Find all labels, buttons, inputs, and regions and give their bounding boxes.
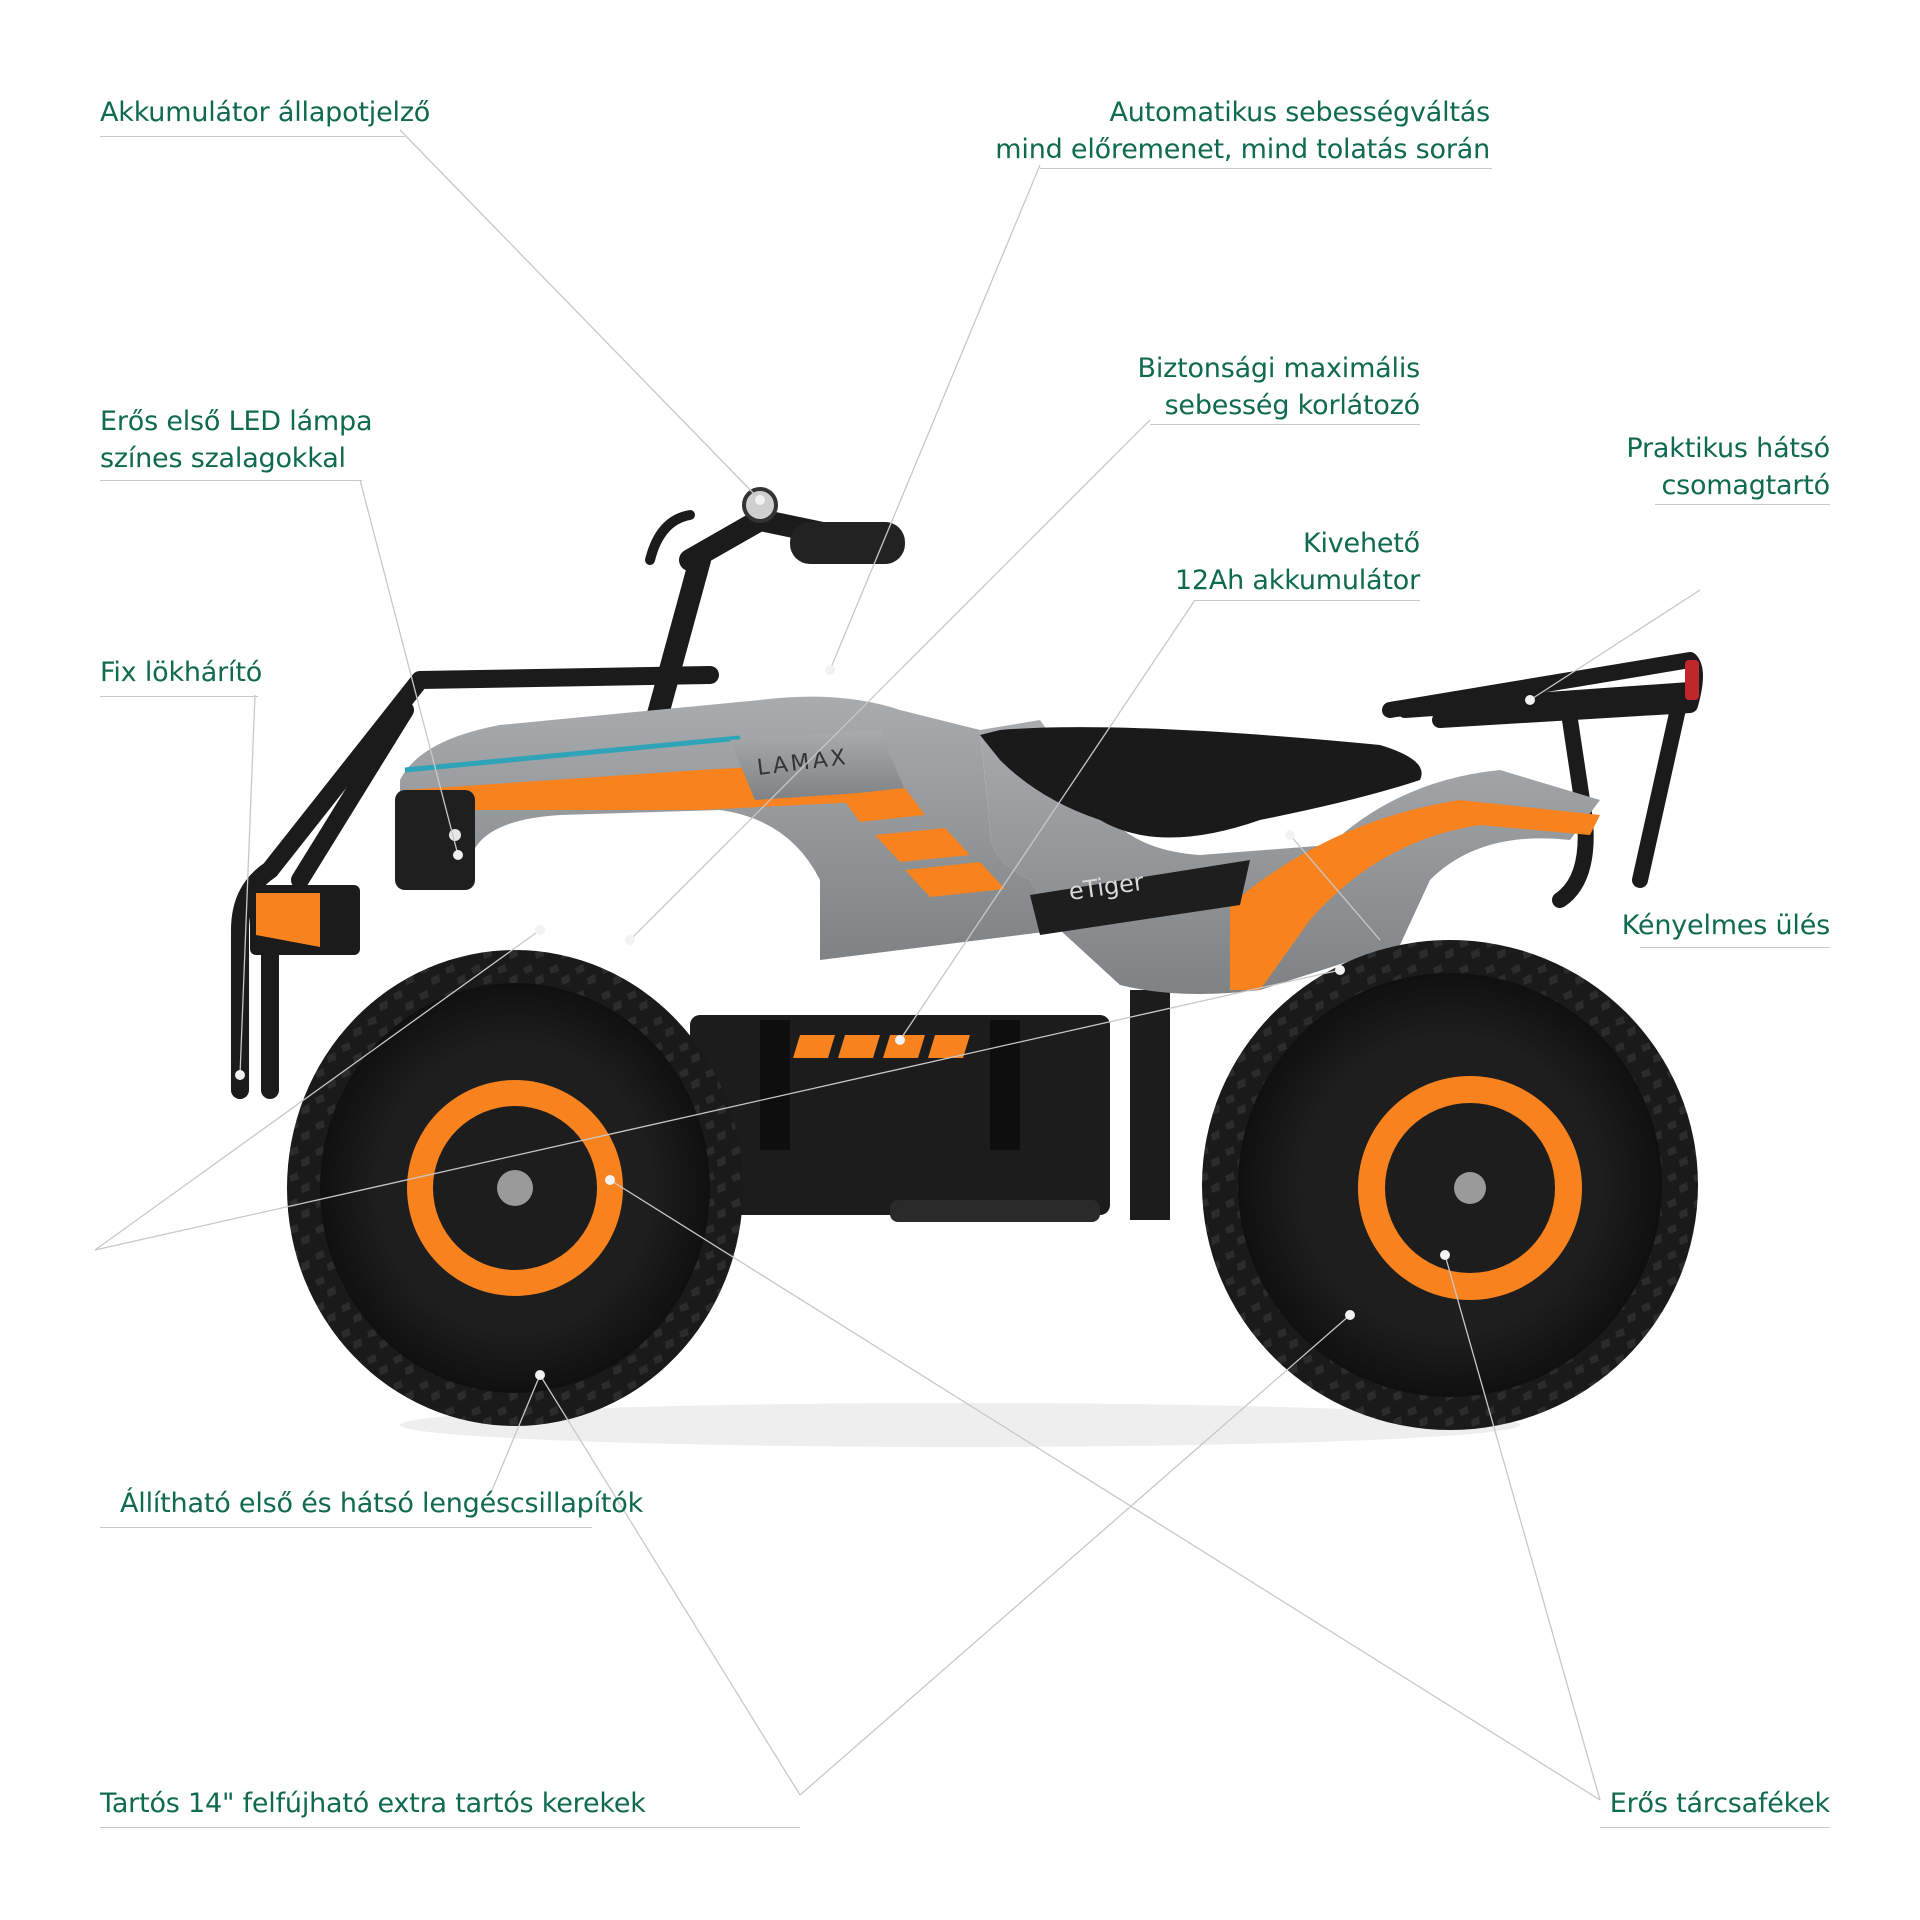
label-disc-brakes: Erős tárcsafékek [1610,1785,1830,1822]
rear-reflector [1685,660,1699,700]
rear-wheel [1202,940,1698,1430]
front-bumper [231,666,719,1099]
underline-speed-limiter [1150,424,1420,425]
underline-shocks [100,1527,592,1528]
label-disc-brakes-line1: Erős tárcsafékek [1609,1788,1830,1819]
underline-led-lamp [100,480,362,481]
underline-auto-gear [1040,168,1492,169]
label-battery-indicator: Akkumulátor állapotjelző [100,94,430,131]
label-led-lamp-line1: Erős első LED lámpa [100,406,373,437]
seat [980,727,1422,838]
label-bumper-line1: Fix lökhárító [100,657,263,688]
front-fender [400,696,1060,960]
label-auto-gear-line2: mind előremenet, mind tolatás során [995,134,1490,165]
leader-lines [94,129,1701,1801]
label-speed-limiter-line1: Biztonsági maximális [1137,353,1421,384]
rear-stripe-orange [1230,800,1600,990]
front-stripe-blue [404,735,741,773]
fender-stripes [840,788,1005,897]
label-rear-rack: Praktikus hátsó csomagtartó [1626,430,1830,504]
label-removable-battery-line2: 12Ah akkumulátor [1174,565,1420,596]
label-auto-gear: Automatikus sebességváltás mind előremen… [995,94,1490,168]
label-removable-battery-line1: Kivehető [1302,528,1420,559]
label-shocks: Állítható első és hátsó lengéscsillapító… [120,1485,643,1522]
label-seat: Kényelmes ülés [1622,907,1830,944]
label-wheels: Tartós 14" felfújható extra tartós kerek… [100,1785,646,1822]
label-removable-battery: Kivehető 12Ah akkumulátor [1175,525,1420,599]
underline-disc-brakes [1600,1827,1830,1828]
chassis [690,990,1170,1222]
underline-removable-battery [1195,600,1420,601]
label-seat-line1: Kényelmes ülés [1621,910,1830,941]
label-battery-indicator-line1: Akkumulátor állapotjelző [100,97,431,128]
label-wheels-line1: Tartós 14" felfújható extra tartós kerek… [100,1788,646,1819]
label-speed-limiter-line2: sebesség korlátozó [1164,390,1421,421]
rear-fender [980,720,1600,994]
front-wheel [287,950,743,1426]
label-speed-limiter: Biztonsági maximális sebesség korlátozó [1138,350,1421,424]
leader-dots [235,495,1535,1380]
underline-seat [1640,947,1830,948]
underline-battery-indicator [100,136,405,137]
label-led-lamp-line2: színes szalagokkal [100,443,346,474]
label-led-lamp: Erős első LED lámpa színes szalagokkal [100,403,373,477]
model-panel [1030,860,1250,935]
brand-panel [730,730,905,800]
label-shocks-line1: Állítható első és hátsó lengéscsillapító… [120,1488,644,1519]
label-bumper: Fix lökhárító [100,654,262,691]
ground-shadow [400,1403,1520,1447]
handle-grip [790,522,905,564]
headlight-lens [449,829,461,841]
headlight [395,790,475,890]
label-auto-gear-line1: Automatikus sebességváltás [1109,97,1490,128]
underline-rear-rack [1655,504,1830,505]
underline-bumper [100,696,258,697]
label-rear-rack-line1: Praktikus hátsó [1626,433,1830,464]
underline-wheels [100,1827,800,1828]
label-rear-rack-line2: csomagtartó [1661,470,1830,501]
